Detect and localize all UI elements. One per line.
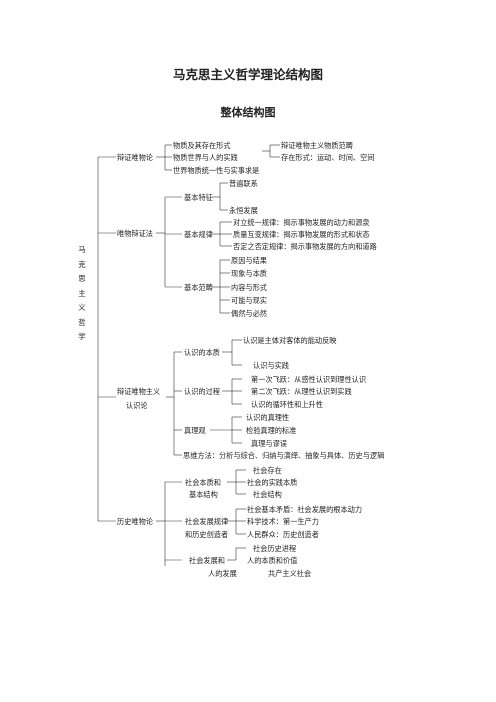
root-char: 哲 [78,317,86,327]
node-truthfulness: 认识的真理性 [246,413,290,422]
node-active-reflection: 认识是主体对客体的能动反映 [243,336,337,345]
branch-historical-materialism: 历史唯物论 [117,517,153,526]
node-material-world-practice: 物质世界与人的实践 [173,153,238,162]
node-matter-forms: 物质及其存在形式 [173,141,231,150]
branch-dialectical-materialism: 辩证唯物论 [117,153,153,162]
node-chance-necessity: 偶然与必然 [231,309,267,318]
node-material-unity: 世界物质统一性与实事求是 [173,166,260,175]
root-char: 马 [78,245,86,254]
branch-epistemology-line1: 辩证唯物主义 [117,387,161,396]
root-label: 马 克 思 主 义 哲 学 [76,243,88,345]
node-basic-features: 基本特征 [184,193,213,202]
node-process-of-cognition: 认识的过程 [184,387,220,396]
node-historical-process: 社会历史进程 [253,544,297,553]
node-truth-fallacy: 真理与谬误 [251,439,287,448]
node-law-unity-opposites: 对立统一规律：揭示事物发展的动力和源泉 [233,218,370,227]
node-human-essence-value: 人的本质和价值 [247,556,298,565]
node-phenomenon-essence: 现象与本质 [231,269,267,278]
node-cause-effect: 原因与结果 [231,256,267,265]
node-social-structure: 社会结构 [253,490,282,499]
node-criterion-of-truth: 检验真理的标准 [246,426,297,435]
node-human-development-line1: 社会发展和 [189,556,225,565]
node-basic-contradiction: 社会基本矛盾：社会发展的根本动力 [247,505,363,514]
node-thinking-methods: 思维方法：分析与综合、归纳与演绎、抽象与具体、历史与逻辑 [183,451,385,460]
subtitle: 整体结构图 [220,106,276,119]
node-development-laws-line1: 社会发展规律 [185,517,229,526]
node-view-of-truth: 真理观 [184,426,206,435]
node-social-practice: 社会的实践本质 [247,478,298,487]
root-char: 主 [78,288,86,298]
root-char: 思 [78,274,86,283]
node-development-laws-line2: 和历史创造者 [185,530,229,539]
root-char: 克 [78,259,86,269]
node-second-leap: 第二次飞跃：从理性认识到实践 [251,387,352,396]
node-the-people: 人民群众：历史创造者 [247,530,319,539]
node-possibility-reality: 可能与现实 [231,296,267,305]
node-cyclical-ascending: 认识的循环性和上升性 [251,400,323,409]
node-law-negation: 否定之否定规律：揭示事物发展的方向和道路 [233,242,377,251]
main-title: 马克思主义哲学理论结构图 [172,67,323,82]
node-law-quantity-quality: 质量互变规律：揭示事物发展的形式和状态 [233,230,370,239]
node-first-leap: 第一次飞跃：从感性认识到理性认识 [251,375,367,384]
node-society-structure-line1: 社会本质和 [185,478,221,487]
node-essence-of-cognition: 认识的本质 [184,348,220,357]
node-social-existence: 社会存在 [253,466,282,475]
root-char: 义 [78,303,86,312]
node-communist-society: 共产主义社会 [268,569,312,578]
node-matter-category: 辩证唯物主义物质范畴 [281,141,353,150]
node-universal-connection: 普遍联系 [229,179,258,188]
root-char: 学 [78,332,86,341]
node-forms-of-existence: 存在形式：运动、时间、空间 [281,153,375,162]
node-human-development-line2: 人的发展 [208,569,237,578]
node-content-form: 内容与形式 [231,283,267,292]
node-science-technology: 科学技术：第一生产力 [247,517,319,526]
branch-epistemology-line2: 认识论 [126,401,148,410]
node-basic-laws: 基本规律 [184,230,213,239]
node-basic-categories: 基本范畴 [184,283,213,292]
node-cognition-practice: 认识与实践 [253,361,289,370]
node-society-structure-line2: 基本结构 [189,490,218,499]
node-eternal-development: 永恒发展 [229,206,258,215]
branch-materialist-dialectics: 唯物辩证法 [117,229,153,238]
